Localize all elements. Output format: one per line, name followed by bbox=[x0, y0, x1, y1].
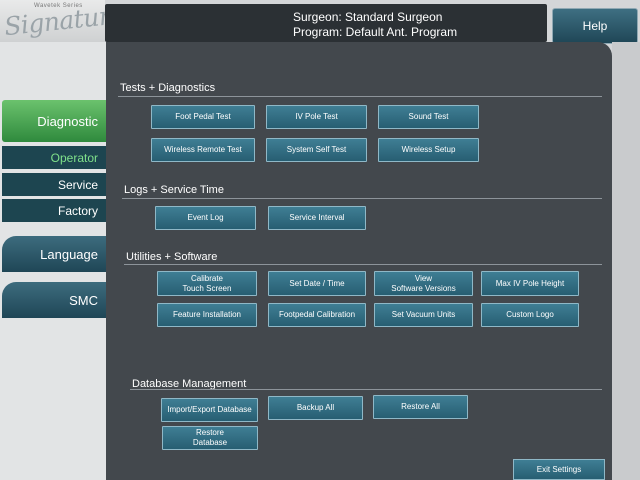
feature-installation-button[interactable]: Feature Installation bbox=[157, 303, 257, 327]
main-panel: Tests + Diagnostics Foot Pedal Test IV P… bbox=[106, 42, 612, 480]
section-divider bbox=[130, 389, 602, 390]
surgeon-label: Surgeon: Standard Surgeon bbox=[293, 10, 443, 24]
backup-all-button[interactable]: Backup All bbox=[268, 396, 363, 420]
exit-settings-button[interactable]: Exit Settings bbox=[513, 459, 605, 480]
section-title-tests: Tests + Diagnostics bbox=[120, 82, 216, 94]
sidebar-item-diagnostic[interactable]: Diagnostic bbox=[2, 100, 107, 142]
wireless-setup-button[interactable]: Wireless Setup bbox=[378, 138, 479, 162]
section-title-database: Database Management bbox=[132, 378, 247, 390]
sidebar: Diagnostic Operator Service Factory Lang… bbox=[0, 42, 108, 480]
logo-subtext: Wavetek Series bbox=[34, 3, 83, 9]
program-label: Program: Default Ant. Program bbox=[293, 25, 458, 39]
foot-pedal-test-button[interactable]: Foot Pedal Test bbox=[151, 105, 255, 129]
restore-database-button[interactable]: Restore Database bbox=[162, 426, 258, 450]
sidebar-item-language[interactable]: Language bbox=[2, 236, 107, 272]
section-divider bbox=[122, 198, 602, 199]
set-date-time-button[interactable]: Set Date / Time bbox=[268, 271, 366, 296]
iv-pole-test-button[interactable]: IV Pole Test bbox=[266, 105, 367, 129]
logo-area: Wavetek Series Signature bbox=[0, 0, 126, 42]
restore-all-button[interactable]: Restore All bbox=[373, 395, 468, 419]
service-interval-button[interactable]: Service Interval bbox=[268, 206, 366, 230]
max-iv-pole-height-button[interactable]: Max IV Pole Height bbox=[481, 271, 579, 296]
sidebar-item-operator[interactable]: Operator bbox=[2, 146, 107, 169]
section-title-logs: Logs + Service Time bbox=[124, 184, 224, 196]
sidebar-item-smc[interactable]: SMC bbox=[2, 282, 107, 318]
view-software-versions-button[interactable]: View Software Versions bbox=[374, 271, 473, 296]
sidebar-item-service[interactable]: Service bbox=[2, 173, 107, 196]
help-button[interactable]: Help bbox=[552, 8, 638, 44]
section-divider bbox=[124, 264, 602, 265]
section-divider bbox=[118, 96, 602, 97]
event-log-button[interactable]: Event Log bbox=[155, 206, 256, 230]
calibrate-touch-screen-button[interactable]: Calibrate Touch Screen bbox=[157, 271, 257, 296]
set-vacuum-units-button[interactable]: Set Vacuum Units bbox=[374, 303, 473, 327]
wireless-remote-test-button[interactable]: Wireless Remote Test bbox=[151, 138, 255, 162]
footpedal-calibration-button[interactable]: Footpedal Calibration bbox=[268, 303, 366, 327]
section-title-utilities: Utilities + Software bbox=[126, 251, 218, 263]
sound-test-button[interactable]: Sound Test bbox=[378, 105, 479, 129]
import-export-database-button[interactable]: Import/Export Database bbox=[161, 398, 258, 422]
screen-bezel-edge bbox=[612, 42, 640, 480]
custom-logo-button[interactable]: Custom Logo bbox=[481, 303, 579, 327]
sidebar-item-factory[interactable]: Factory bbox=[2, 199, 107, 222]
header-bar: Surgeon: Standard Surgeon Program: Defau… bbox=[105, 4, 547, 42]
system-self-test-button[interactable]: System Self Test bbox=[266, 138, 367, 162]
